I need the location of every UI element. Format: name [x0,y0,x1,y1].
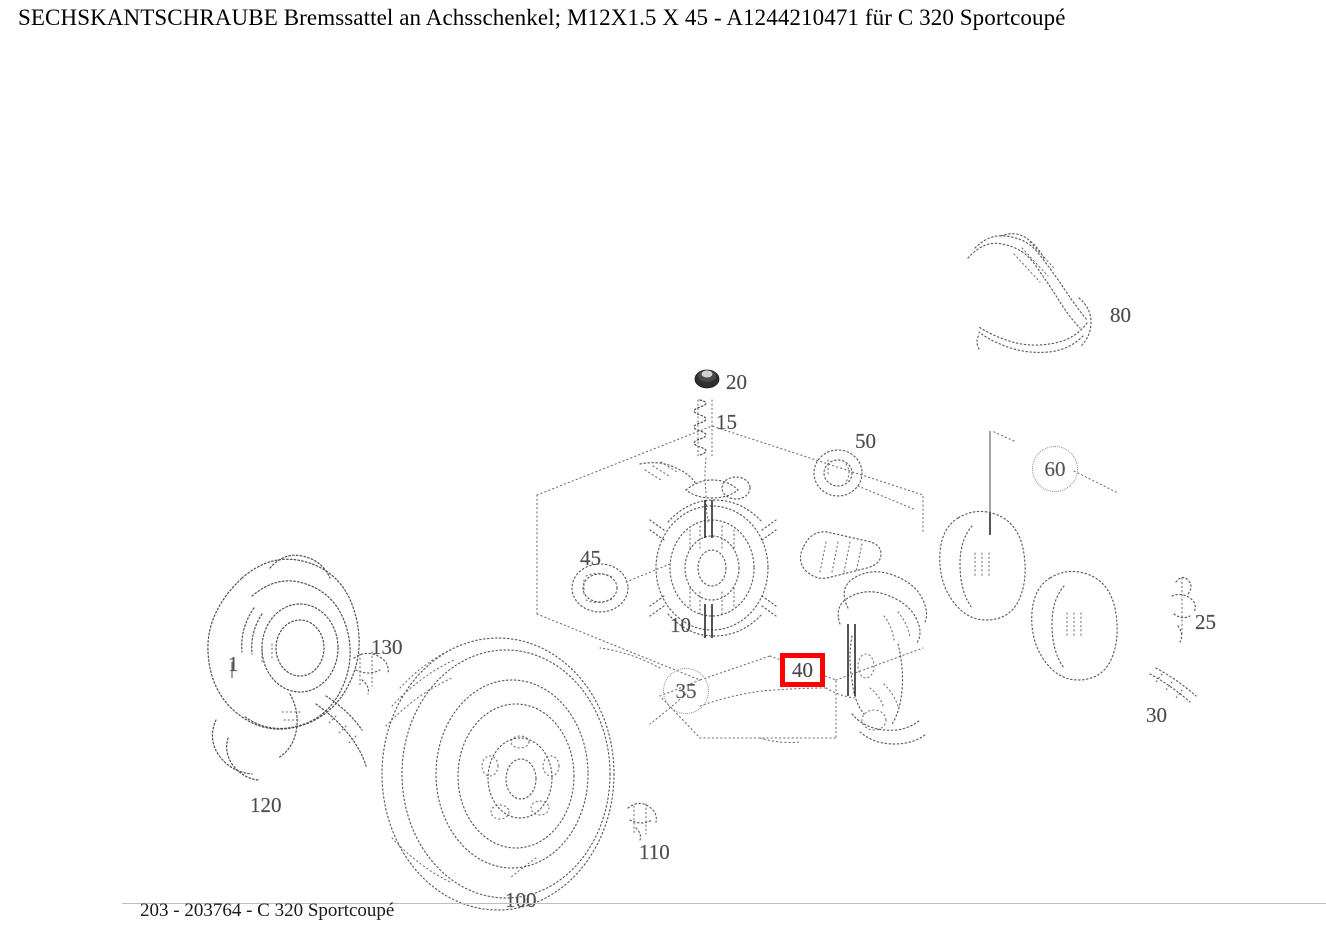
footer-divider [122,903,1326,904]
nut-part-20 [694,369,720,389]
exploded-parts-diagram[interactable]: 1 10 15 20 25 30 35 40 45 50 60 80 100 1… [0,48,1326,912]
clip-part-25 [1171,576,1196,643]
mounting-plate-outline [536,425,924,744]
callout-20[interactable]: 20 [726,370,747,394]
brake-disc-rotor [381,637,615,911]
steering-knuckle [207,554,367,781]
clip-part-110 [627,802,657,841]
abs-sensor-part [967,233,1092,353]
hub-bearing-assembly [639,461,777,638]
brake-pad-inner [1031,570,1118,681]
callout-80[interactable]: 80 [1110,303,1131,327]
callout-40-selected[interactable]: 40 [780,653,825,687]
diagram-artwork [207,233,1197,911]
callout-45[interactable]: 45 [580,546,601,570]
page-title: SECHSKANTSCHRAUBE Bremssattel an Achssch… [18,5,1066,30]
callout-10[interactable]: 10 [670,613,691,637]
callout-25[interactable]: 25 [1195,610,1216,634]
footer-model-info: 203 - 203764 - C 320 Sportcoupé [140,900,395,921]
hex-bolt-part [799,531,882,579]
callout-35[interactable]: 35 [663,668,709,714]
bolt-head-part-50 [813,449,863,497]
clip-part-30 [1149,667,1197,703]
spring-part-15 [693,399,713,457]
callout-100[interactable]: 100 [505,888,537,912]
caliper-carrier-bracket [837,571,928,745]
brake-pad-outer [939,510,1026,621]
callout-130[interactable]: 130 [371,635,403,659]
callout-60[interactable]: 60 [1032,446,1078,492]
callout-120[interactable]: 120 [250,793,282,817]
ring-part-45 [571,563,629,613]
clip-part-130 [353,651,389,695]
callout-30[interactable]: 30 [1146,703,1167,727]
callout-50[interactable]: 50 [855,429,876,453]
callout-110[interactable]: 110 [639,840,670,864]
callout-15[interactable]: 15 [716,410,737,434]
callout-1[interactable]: 1 [228,652,239,676]
